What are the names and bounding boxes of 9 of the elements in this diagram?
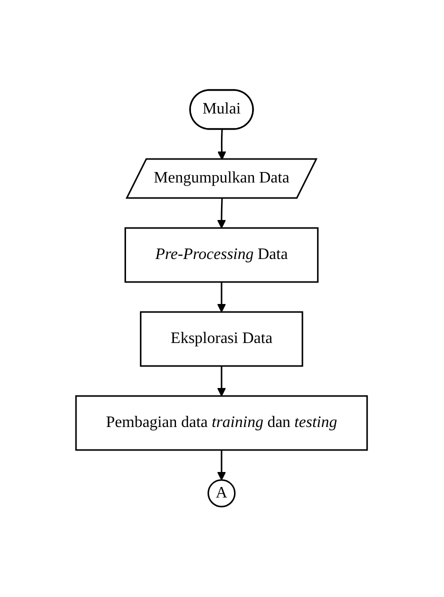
- arrow: [218, 366, 226, 397]
- arrow: [218, 450, 226, 481]
- node-box: Eksplorasi Data: [140, 311, 304, 367]
- node-box: Pre-Processing Data: [124, 227, 320, 283]
- node-circle: A: [208, 479, 236, 508]
- arrow: [218, 130, 227, 160]
- arrow: [218, 198, 226, 229]
- node-box: Pembagian data training dan testing: [76, 395, 368, 451]
- arrow: [218, 282, 226, 313]
